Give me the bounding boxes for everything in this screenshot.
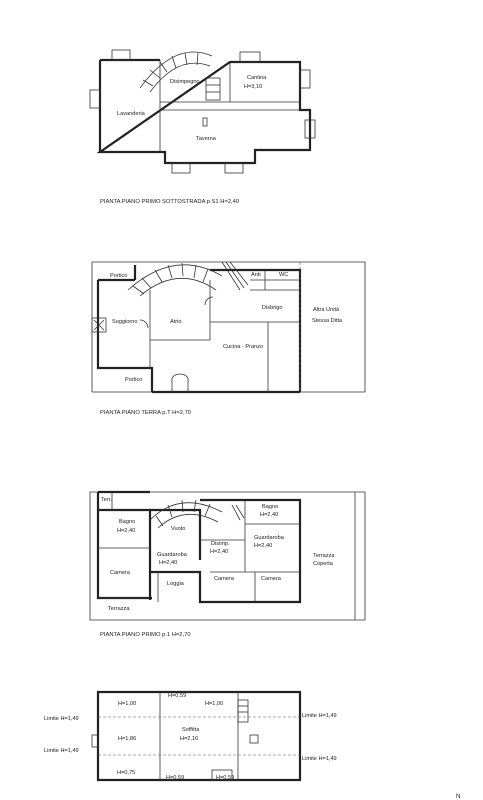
room-label: Camera: [214, 576, 235, 582]
room-label: Loggia: [167, 581, 185, 587]
limit-label: Limite H=1,49: [302, 756, 337, 762]
room-height: H=0,59: [216, 775, 234, 781]
room-height: H=1,00: [118, 701, 136, 707]
attic-plan: H=1,00 H=0,59 H=1,00 Limite H=1,49 Limit…: [44, 690, 337, 782]
room-height: H=2,40: [117, 528, 135, 534]
room-label: Atrio: [170, 319, 182, 325]
room-label: Terrazza: [108, 606, 130, 612]
room-label: Soggiorno: [112, 319, 138, 325]
room-label: Coperta: [313, 561, 334, 567]
room-label: Disimp.: [211, 541, 230, 547]
room-label: Cantina: [247, 75, 267, 81]
room-label: Cucina - Pranzo: [223, 344, 263, 350]
room-height: H=2,40: [254, 543, 272, 549]
room-label: Bagno: [262, 504, 278, 510]
room-height: H=0,59: [168, 693, 186, 699]
room-height: H=1,00: [205, 701, 223, 707]
room-height: H=2,40: [159, 560, 177, 566]
room-label: Portico: [110, 273, 127, 279]
limit-label: Limite H=1,49: [44, 716, 79, 722]
floor-caption: PIANTA PIANO PRIMO p.1 H=2,70: [100, 632, 191, 638]
limit-label: Limite H=1,49: [302, 713, 337, 719]
room-height: H=3,10: [244, 84, 262, 90]
north-label: N: [456, 793, 460, 800]
room-label: Terr.: [101, 497, 112, 503]
room-label: Guardaroba: [254, 535, 285, 541]
room-label: Taverna: [196, 136, 217, 142]
room-label: Terrazza: [313, 553, 335, 559]
room-label: Altra Unità: [313, 307, 340, 313]
room-height: H=2,16: [180, 736, 198, 742]
first-floor-plan: Terr. Bagno H=2,40 Vuoto Bagno H=2,40 Di…: [89, 490, 366, 638]
room-label: Disbrigo: [262, 305, 283, 311]
room-label: Bagno: [119, 519, 135, 525]
limit-label: Limite H=1,49: [44, 748, 79, 754]
room-height: H=2,40: [260, 512, 278, 518]
room-label: Portico: [125, 377, 142, 383]
room-height: H=0,75: [117, 770, 135, 776]
floor-caption: PIANTA PIANO TERRA p.T H=2,70: [100, 410, 191, 416]
room-label: Anti: [251, 272, 261, 278]
room-label: Camera: [261, 576, 282, 582]
room-label: Stessa Ditta: [312, 318, 343, 324]
room-label: Guardaroba: [157, 552, 188, 558]
room-height: H=0,59: [166, 775, 184, 781]
floor-caption: PIANTA PIANO PRIMO SOTTOSTRADA p.S1 H=2,…: [100, 199, 239, 205]
room-label: Disimpegno: [170, 79, 200, 85]
room-label: Soffitta: [182, 727, 200, 733]
ground-floor-plan: Portico Anti WC Soggiorno Atrio Disbrigo…: [91, 261, 366, 416]
room-label: Lavanderia: [117, 111, 146, 117]
basement-plan: Disimpegno Cantina H=3,10 Lavanderia Tav…: [89, 49, 316, 205]
room-label: Camera: [110, 570, 131, 576]
room-label: Vuoto: [171, 526, 185, 532]
room-label: WC: [279, 272, 288, 278]
room-height: H=2,40: [210, 549, 228, 555]
room-height: H=1,86: [118, 736, 136, 742]
